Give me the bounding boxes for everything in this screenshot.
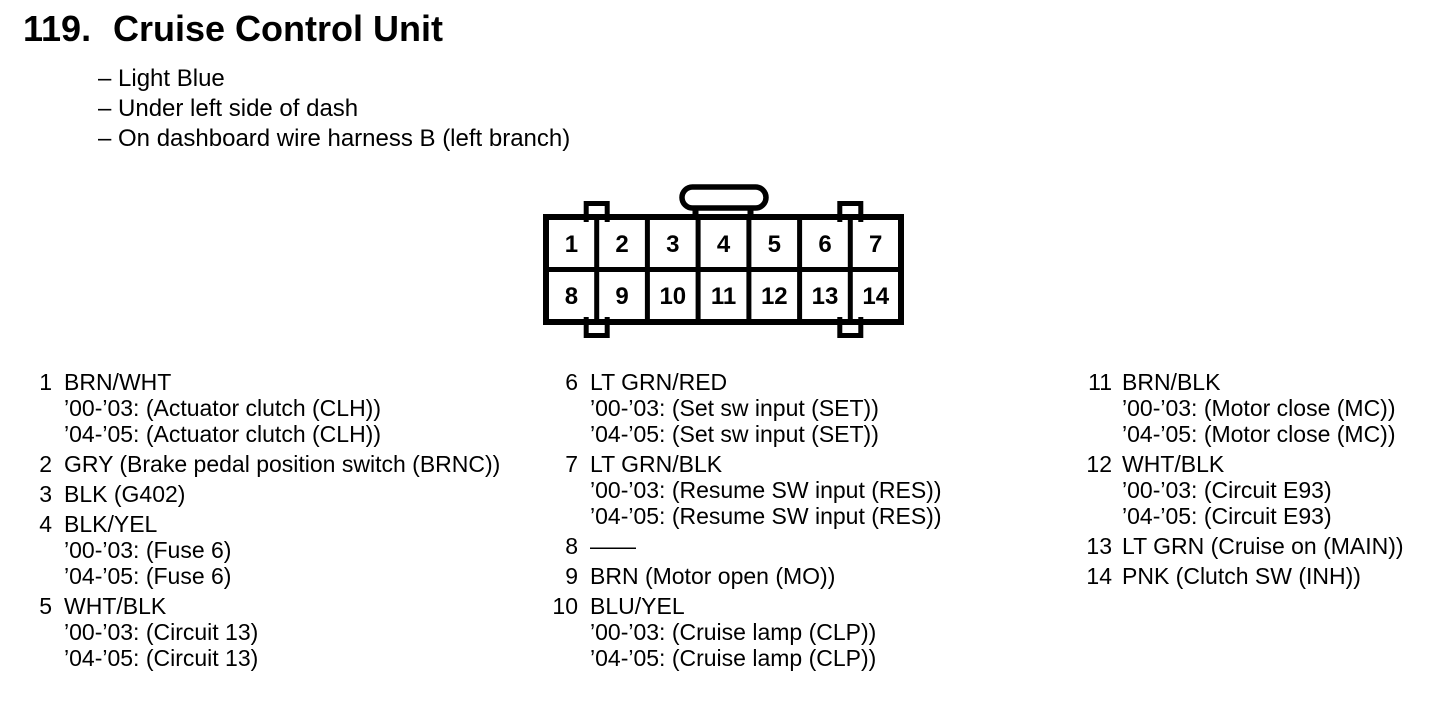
section-number: 119. xyxy=(23,8,92,49)
section-heading: 119. Cruise Control Unit xyxy=(23,10,443,48)
connector-pin-cell: 4 xyxy=(717,231,731,258)
connector-drawing: 1 2 3 4 5 6 7 8 9 10 11 12 13 14 xyxy=(543,184,904,338)
pin-number: 3 xyxy=(39,481,52,507)
connector-pin-cell: 1 xyxy=(565,231,578,258)
connector-pin-cell: 5 xyxy=(768,231,781,258)
pin-entry: 11 BRN/BLK ’00-’03: (Motor close (MC)) ’0… xyxy=(1066,369,1404,447)
pin-number: 7 xyxy=(565,451,578,477)
connector-pin-cell: 12 xyxy=(761,283,788,310)
pin-wire-label: LT GRN/RED xyxy=(590,369,728,395)
note-line: – On dashboard wire harness B (left bran… xyxy=(98,125,571,152)
pin-year-detail: ’04-’05: (Actuator clutch (CLH)) xyxy=(64,421,381,447)
pin-entry: 5 WHT/BLK ’00-’03: (Circuit 13) ’04-’05: … xyxy=(30,593,500,671)
connector-pin-cell: 8 xyxy=(565,283,578,310)
connector-pin-cell: 3 xyxy=(666,231,679,258)
pin-entry: 6 LT GRN/RED ’00-’03: (Set sw input (SET)… xyxy=(552,369,942,447)
pin-wire-label: BLU/YEL xyxy=(590,593,685,619)
note-line: – Under left side of dash xyxy=(98,95,359,122)
pin-list-column-2: 6 LT GRN/RED ’00-’03: (Set sw input (SET)… xyxy=(552,369,942,671)
pin-entry: 13 LT GRN (Cruise on (MAIN)) xyxy=(1066,533,1404,559)
pin-wire-label: BRN/BLK xyxy=(1122,369,1221,395)
pin-entry: 3 BLK (G402) xyxy=(30,481,500,507)
pin-year-detail: ’04-’05: (Resume SW input (RES)) xyxy=(590,503,942,529)
pin-year-detail: ’00-’03: (Resume SW input (RES)) xyxy=(590,477,942,503)
pin-year-detail: ’04-’05: (Cruise lamp (CLP)) xyxy=(590,645,877,671)
pin-wire-label: LT GRN/BLK xyxy=(590,451,723,477)
connector-pin-cell: 2 xyxy=(615,231,628,258)
connector-diagram: 1 2 3 4 5 6 7 8 9 10 11 12 13 14 xyxy=(538,182,908,347)
connector-pin-cell: 6 xyxy=(818,231,831,258)
pin-entry: 8 —— xyxy=(552,533,942,559)
pin-year-detail: ’00-’03: (Actuator clutch (CLH)) xyxy=(64,395,381,421)
pin-number: 6 xyxy=(565,369,578,395)
latch-handle xyxy=(679,184,769,211)
page-title: Cruise Control Unit xyxy=(113,8,443,49)
pin-year-detail: ’00-’03: (Circuit E93) xyxy=(1122,477,1332,503)
pin-wire-label: BLK/YEL xyxy=(64,511,158,537)
pin-wire-label: WHT/BLK xyxy=(1122,451,1225,477)
pin-year-detail: ’04-’05: (Circuit 13) xyxy=(64,645,259,671)
pin-year-detail: ’04-’05: (Motor close (MC)) xyxy=(1122,421,1396,447)
pin-entry: 10 BLU/YEL ’00-’03: (Cruise lamp (CLP)) ’… xyxy=(552,593,942,671)
pin-wire-label: GRY (Brake pedal position switch (BRNC)) xyxy=(64,451,501,477)
pin-entry: 2 GRY (Brake pedal position switch (BRNC)… xyxy=(30,451,500,477)
pin-entry: 4 BLK/YEL ’00-’03: (Fuse 6) ’04-’05: (Fus… xyxy=(30,511,500,589)
pin-entry: 9 BRN (Motor open (MO)) xyxy=(552,563,942,589)
pin-year-detail: ’00-’03: (Motor close (MC)) xyxy=(1122,395,1396,421)
pin-number: 14 xyxy=(1086,563,1112,589)
note-line: – Light Blue xyxy=(98,65,225,92)
pin-number: 9 xyxy=(565,563,578,589)
pin-no-connection-dash: —— xyxy=(590,533,636,559)
pin-wire-label: WHT/BLK xyxy=(64,593,167,619)
pin-year-detail: ’00-’03: (Set sw input (SET)) xyxy=(590,395,879,421)
pin-number: 11 xyxy=(1088,369,1112,395)
pin-wire-label: LT GRN (Cruise on (MAIN)) xyxy=(1122,533,1404,559)
connector-pin-cell: 14 xyxy=(862,283,889,310)
pin-year-detail: ’04-’05: (Fuse 6) xyxy=(64,563,232,589)
pin-entry: 12 WHT/BLK ’00-’03: (Circuit E93) ’04-’05… xyxy=(1066,451,1404,529)
pin-number: 5 xyxy=(39,593,52,619)
pin-entry: 1 BRN/WHT ’00-’03: (Actuator clutch (CLH)… xyxy=(30,369,500,447)
pin-wire-label: BRN/WHT xyxy=(64,369,172,395)
pin-list-column-3: 11 BRN/BLK ’00-’03: (Motor close (MC)) ’0… xyxy=(1066,369,1404,589)
pin-entry: 7 LT GRN/BLK ’00-’03: (Resume SW input (R… xyxy=(552,451,942,529)
pin-wire-label: PNK (Clutch SW (INH)) xyxy=(1122,563,1361,589)
note-list: – Light Blue – Under left side of dash –… xyxy=(98,64,570,154)
pin-wire-label: BLK (G402) xyxy=(64,481,186,507)
pin-number: 12 xyxy=(1086,451,1112,477)
connector-pin-cell: 9 xyxy=(615,283,628,310)
pin-number: 10 xyxy=(552,593,578,619)
pin-year-detail: ’00-’03: (Circuit 13) xyxy=(64,619,259,645)
pin-number: 1 xyxy=(39,369,52,395)
pin-number: 4 xyxy=(39,511,52,537)
connector-pin-cell: 13 xyxy=(812,283,839,310)
pin-year-detail: ’00-’03: (Cruise lamp (CLP)) xyxy=(590,619,877,645)
pin-year-detail: ’04-’05: (Circuit E93) xyxy=(1122,503,1332,529)
pin-wire-label: BRN (Motor open (MO)) xyxy=(590,563,836,589)
connector-pin-cell: 7 xyxy=(869,231,882,258)
pin-number: 8 xyxy=(565,533,578,559)
connector-pin-cell: 10 xyxy=(659,283,686,310)
pin-number: 13 xyxy=(1086,533,1112,559)
pin-list-column-1: 1 BRN/WHT ’00-’03: (Actuator clutch (CLH)… xyxy=(30,369,500,671)
pin-entry: 14 PNK (Clutch SW (INH)) xyxy=(1066,563,1404,589)
pin-year-detail: ’04-’05: (Set sw input (SET)) xyxy=(590,421,879,447)
pin-number: 2 xyxy=(39,451,52,477)
pin-year-detail: ’00-’03: (Fuse 6) xyxy=(64,537,232,563)
connector-pin-cell: 11 xyxy=(711,283,736,310)
